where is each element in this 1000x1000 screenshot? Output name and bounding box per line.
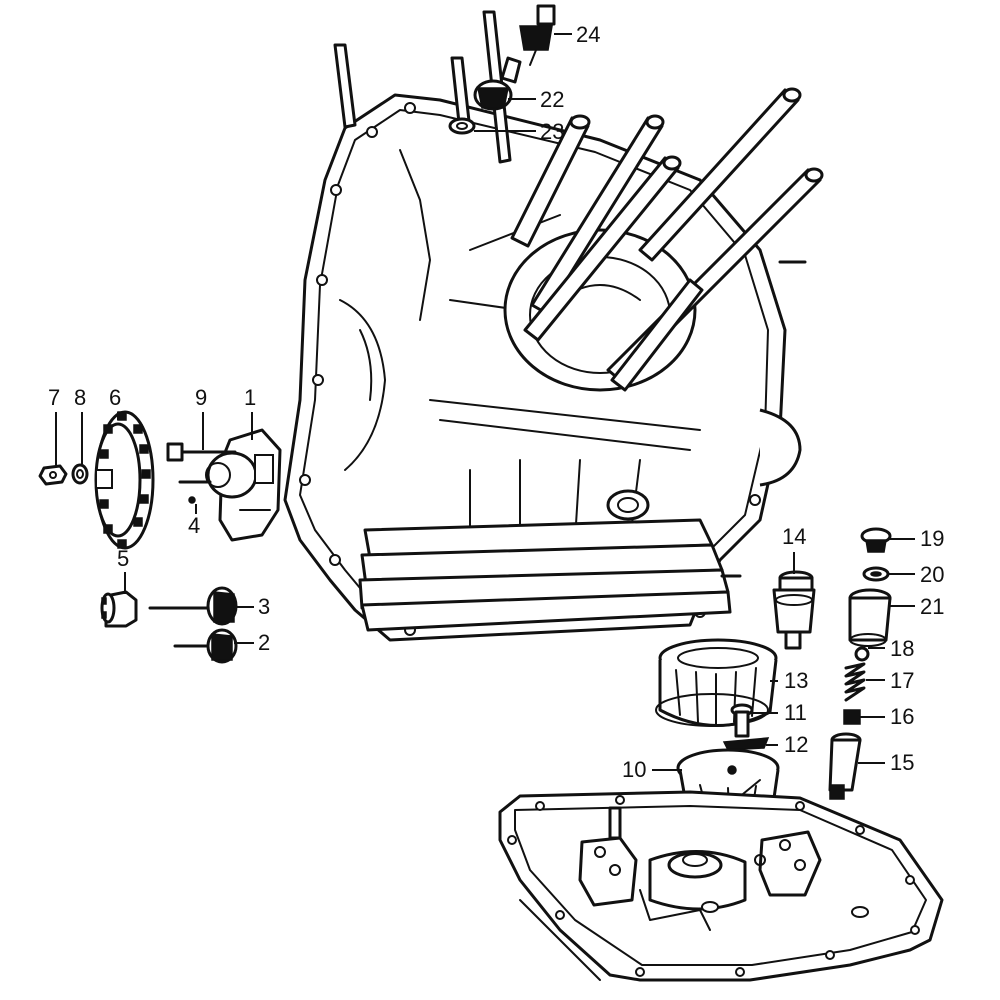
callout-13: 13 — [784, 668, 808, 693]
part-2-gear — [173, 628, 238, 664]
callout-3: 3 — [258, 594, 270, 619]
callout-19: 19 — [920, 526, 944, 551]
callout-10: 10 — [622, 757, 646, 782]
part-1-oil-pump — [205, 428, 282, 542]
oil-sump — [498, 790, 944, 982]
part-14-oil-filter-union — [772, 570, 816, 650]
callout-1: 1 — [244, 385, 256, 410]
part-11-bolt — [730, 703, 754, 738]
callout-16: 16 — [890, 704, 914, 729]
callout-2: 2 — [258, 630, 270, 655]
callout-4: 4 — [188, 513, 200, 538]
part-4-pin — [178, 480, 212, 504]
part-19-cap — [860, 527, 892, 553]
part-6-sprocket — [94, 410, 155, 550]
callout-17: 17 — [890, 668, 914, 693]
callout-18: 18 — [890, 636, 914, 661]
part-16-plunger — [843, 709, 861, 725]
callout-14: 14 — [782, 524, 806, 549]
callout-11: 11 — [784, 700, 807, 725]
callout-7: 7 — [48, 385, 60, 410]
part-18-ball — [854, 646, 870, 662]
callouts: 1 2 3 4 5 6 7 8 9 10 11 12 13 14 15 16 1… — [48, 22, 944, 782]
part-9-screw — [166, 442, 237, 462]
part-24-cap — [519, 4, 556, 66]
callout-24: 24 — [576, 22, 600, 47]
part-22-oil-pressure-switch — [473, 56, 522, 111]
callout-5: 5 — [117, 546, 129, 571]
callout-6: 6 — [109, 385, 121, 410]
cylinder-studs — [333, 10, 824, 392]
part-3-drive-gear — [148, 586, 238, 626]
callout-20: 20 — [920, 562, 944, 587]
part-8-washer — [71, 463, 89, 485]
part-23-washer — [448, 117, 476, 135]
part-12-washer — [722, 737, 770, 751]
part-20-o-ring — [862, 566, 890, 582]
leader-lines — [55, 33, 915, 771]
callout-15: 15 — [890, 750, 914, 775]
part-17-spring — [844, 662, 866, 702]
callout-12: 12 — [784, 732, 808, 757]
callout-9: 9 — [195, 385, 207, 410]
part-21-valve-body — [848, 588, 892, 647]
part-5-bush — [100, 590, 138, 628]
part-7-nut — [38, 464, 68, 486]
callout-23: 23 — [540, 119, 564, 144]
callout-22: 22 — [540, 87, 564, 112]
callout-21: 21 — [920, 594, 944, 619]
callout-8: 8 — [74, 385, 86, 410]
part-15-relief-valve — [828, 732, 862, 800]
